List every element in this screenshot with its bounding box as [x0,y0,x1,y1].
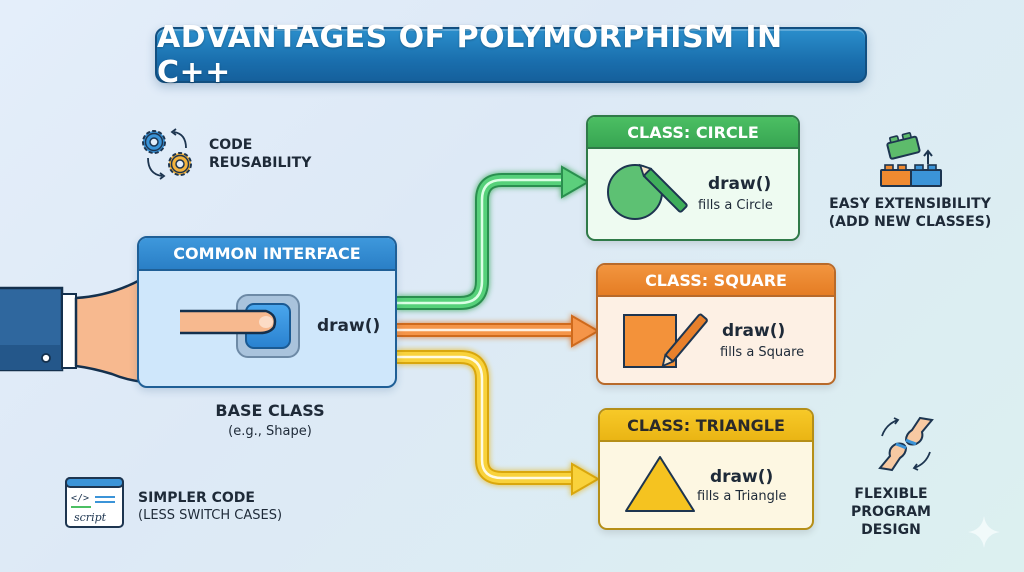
circle-description: fills a Circle [698,198,773,213]
benefit-line: SIMPLER CODE [138,490,255,506]
flexible-joint-icon [876,414,936,474]
triangle-shape-icon [625,456,695,512]
finger-icon [180,309,277,335]
square-shape-icon [623,313,708,368]
page-title: ADVANTAGES OF POLYMORPHISM IN C++ [157,20,783,90]
triangle-method: draw() [710,467,774,487]
benefit-line: PROGRAM [851,504,931,520]
square-method: draw() [722,321,786,341]
building-blocks-icon [880,128,946,188]
svg-text:script: script [74,511,107,524]
class-square-header: CLASS: SQUARE [598,265,834,297]
benefit-line: (LESS SWITCH CASES) [138,508,283,523]
benefit-flexible-design: FLEXIBLE PROGRAM DESIGN [846,485,936,539]
svg-text:</>: </> [71,493,89,504]
interface-method: draw() [317,316,381,336]
gears-cycle-icon [138,126,198,182]
benefit-line: EASY EXTENSIBILITY [829,196,991,212]
square-description: fills a Square [720,345,805,360]
benefit-simpler-code: SIMPLER CODE (LESS SWITCH CASES) [138,489,282,525]
benefit-code-reusability: CODE REUSABILITY [209,136,311,172]
common-interface-header: COMMON INTERFACE [139,238,395,271]
class-circle-header: CLASS: CIRCLE [588,117,798,149]
circle-method: draw() [708,174,772,194]
benefit-line: CODE [209,137,253,153]
title-banner: ADVANTAGES OF POLYMORPHISM IN C++ [155,20,867,90]
base-class-sublabel: (e.g., Shape) [228,424,312,439]
base-class-label: BASE CLASS [215,401,325,420]
script-window-icon: </> script [65,477,125,529]
benefit-easy-extensibility: EASY EXTENSIBILITY (ADD NEW CLASSES) [820,195,1000,231]
arrow-to-triangle [397,350,601,496]
benefit-line: (ADD NEW CLASSES) [828,214,992,230]
benefit-line: DESIGN [861,522,921,538]
triangle-description: fills a Triangle [697,489,787,504]
arrow-to-square [397,314,601,348]
circle-shape-icon [607,163,688,220]
sparkle-icon [968,516,1000,548]
benefit-line: FLEXIBLE [854,486,928,502]
benefit-line: REUSABILITY [209,155,312,171]
class-triangle-header: CLASS: TRIANGLE [600,410,812,442]
arrow-to-circle [397,165,591,310]
